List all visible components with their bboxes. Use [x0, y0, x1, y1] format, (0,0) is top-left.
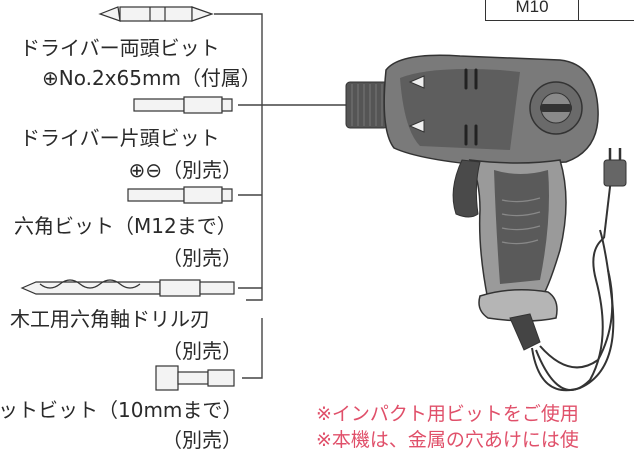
bit-detail-single-driver: ⊕⊖（別売） — [128, 158, 242, 182]
wood-drill-bit-icon — [20, 279, 235, 297]
note-impact-bit: ※インパクト用ビットをご使用 — [316, 403, 579, 425]
bit-detail-hex: （別売） — [162, 246, 242, 270]
double-driver-bit-icon — [98, 6, 214, 22]
spec-table-cell: M10 — [486, 0, 579, 20]
bit-detail-socket: （別売） — [162, 428, 242, 452]
bit-detail-wood-drill: （別売） — [162, 339, 242, 363]
bit-name-double-driver: ドライバー両頭ビット — [20, 36, 220, 60]
bit-name-hex: 六角ビット（M12まで） — [14, 214, 237, 238]
bit-name-wood-drill: 木工用六角軸ドリル刃 — [10, 307, 210, 331]
bit-name-socket: ットビット（10mmまで） — [0, 398, 243, 422]
note-no-metal: ※本機は、金属の穴あけには使 — [316, 429, 579, 451]
single-driver-bit-icon — [133, 96, 233, 114]
bit-name-single-driver: ドライバー片頭ビット — [20, 126, 220, 150]
impact-driver-icon — [345, 54, 627, 392]
socket-bit-icon — [155, 365, 235, 391]
leader-lines — [214, 13, 350, 379]
bit-detail-double-driver: ⊕No.2x65mm（付属） — [42, 66, 261, 90]
driver-bit-icon — [127, 186, 233, 204]
spec-table: M10 — [485, 0, 634, 21]
